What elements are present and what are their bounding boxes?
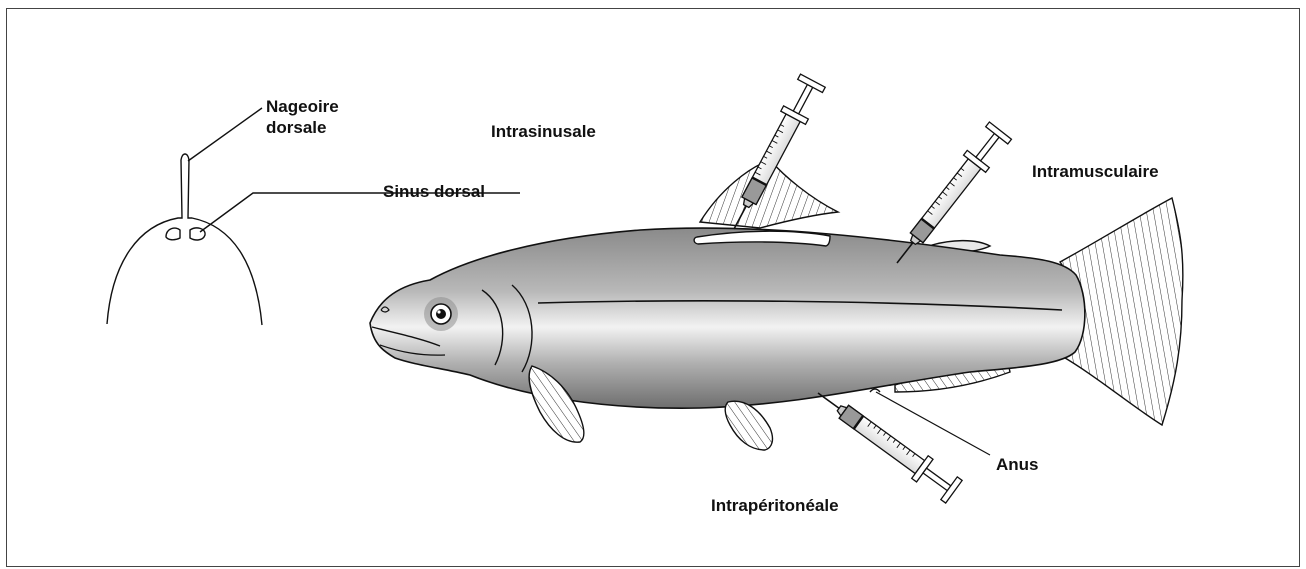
left-sinus-shape [166,228,180,240]
label-nageoire-line1: Nageoire [266,97,339,116]
label-sinus-dorsal: Sinus dorsal [383,182,485,201]
label-nageoire-line2: dorsale [266,118,326,137]
eye-highlight [437,310,440,313]
syringe-intraperitoneale [810,382,962,503]
label-intrasinusale: Intrasinusale [491,122,596,141]
label-intramusculaire: Intramusculaire [1032,162,1159,181]
label-anus: Anus [996,455,1039,474]
anus-mark [870,389,880,392]
nageoire-leader-line [188,108,262,161]
pelvic-fin [725,401,772,450]
eye-pupil [436,309,446,319]
cross-section-outline [107,154,262,325]
label-intraperitoneale: Intrapéritonéale [711,496,839,515]
